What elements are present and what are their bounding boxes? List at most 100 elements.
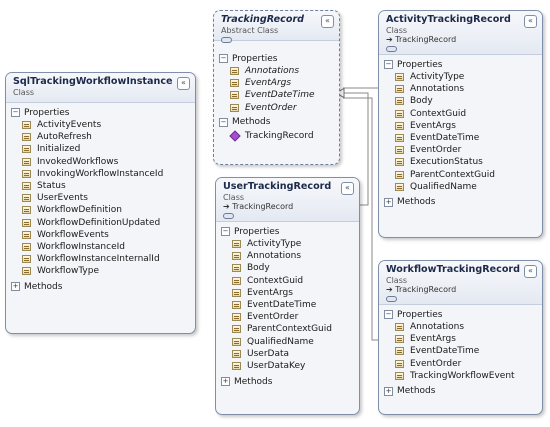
property-item[interactable]: EventOrder — [384, 358, 538, 370]
expanded-toggle-icon[interactable]: − — [384, 60, 393, 69]
methods-label: Methods — [397, 386, 436, 397]
property-item[interactable]: Annotations — [219, 65, 335, 77]
property-item[interactable]: EventArgs — [384, 120, 538, 132]
property-item[interactable]: EventOrder — [221, 311, 355, 323]
expanded-toggle-icon[interactable]: − — [219, 117, 228, 127]
property-name: UserDataKey — [247, 360, 306, 371]
class-activity-tracking-record[interactable]: ActivityTrackingRecord Class ➔ TrackingR… — [378, 10, 543, 238]
property-item[interactable]: ActivityEvents — [11, 119, 191, 131]
property-name: ActivityEvents — [37, 120, 102, 131]
collapsed-toggle-icon[interactable]: + — [384, 197, 393, 207]
property-icon — [22, 242, 31, 251]
collapse-chevron-icon[interactable]: « — [177, 77, 190, 90]
class-workflow-tracking-record[interactable]: WorkflowTrackingRecord Class ➔ TrackingR… — [378, 260, 543, 415]
properties-section-header[interactable]: − Properties — [11, 106, 191, 119]
property-icon — [22, 206, 31, 215]
property-name: TrackingWorkflowEvent — [410, 370, 515, 381]
class-sql-tracking-workflow-instance[interactable]: SqlTrackingWorkflowInstance Class « − Pr… — [5, 72, 196, 334]
expanded-toggle-icon[interactable]: − — [219, 54, 228, 63]
property-item[interactable]: ParentContextGuid — [384, 169, 538, 181]
collapse-chevron-icon[interactable]: « — [524, 265, 537, 278]
property-item[interactable]: ActivityType — [384, 71, 538, 83]
method-name: TrackingRecord — [245, 130, 314, 141]
collapsed-toggle-icon[interactable]: + — [221, 377, 230, 387]
class-header[interactable]: TrackingRecord Abstract Class « — [214, 11, 339, 43]
class-tracking-record[interactable]: TrackingRecord Abstract Class « − Proper… — [213, 10, 340, 165]
property-item[interactable]: WorkflowInstanceInternalId — [11, 253, 191, 265]
property-item[interactable]: EventOrder — [219, 102, 335, 114]
property-item[interactable]: EventArgs — [221, 287, 355, 299]
property-item[interactable]: UserData — [221, 348, 355, 360]
property-item[interactable]: InvokingWorkflowInstanceId — [11, 168, 191, 180]
property-item[interactable]: InvokedWorkflows — [11, 156, 191, 168]
property-item[interactable]: UserDataKey — [221, 360, 355, 372]
property-item[interactable]: Annotations — [384, 321, 538, 333]
property-name: WorkflowInstanceId — [37, 241, 125, 252]
property-item[interactable]: Body — [221, 262, 355, 274]
class-header[interactable]: ActivityTrackingRecord Class ➔ TrackingR… — [379, 11, 542, 55]
property-item[interactable]: Annotations — [221, 250, 355, 262]
property-item[interactable]: UserEvents — [11, 192, 191, 204]
property-item[interactable]: ActivityType — [221, 238, 355, 250]
methods-section-header[interactable]: + Methods — [384, 385, 538, 398]
methods-section-header[interactable]: − Methods — [219, 116, 335, 129]
property-item[interactable]: WorkflowDefinitionUpdated — [11, 217, 191, 229]
collapsed-toggle-icon[interactable]: + — [11, 282, 20, 292]
class-header[interactable]: UserTrackingRecord Class ➔ TrackingRecor… — [216, 178, 359, 222]
property-item[interactable]: ContextGuid — [384, 108, 538, 120]
property-item[interactable]: ContextGuid — [221, 275, 355, 287]
methods-section-header[interactable]: + Methods — [384, 196, 538, 209]
properties-section-header[interactable]: − Properties — [384, 308, 538, 321]
expanded-toggle-icon[interactable]: − — [384, 310, 393, 319]
collapse-chevron-icon[interactable]: « — [524, 15, 537, 28]
class-shape-icon — [386, 296, 397, 302]
class-shape-icon — [221, 37, 232, 43]
property-name: WorkflowDefinitionUpdated — [37, 217, 161, 228]
property-item[interactable]: WorkflowInstanceId — [11, 241, 191, 253]
methods-section-header[interactable]: + Methods — [221, 375, 355, 388]
property-item[interactable]: WorkflowEvents — [11, 229, 191, 241]
properties-section-header[interactable]: − Properties — [219, 52, 335, 65]
property-item[interactable]: ParentContextGuid — [221, 323, 355, 335]
property-item[interactable]: WorkflowType — [11, 265, 191, 277]
class-header[interactable]: WorkflowTrackingRecord Class ➔ TrackingR… — [379, 261, 542, 305]
property-name: ActivityType — [247, 239, 302, 250]
properties-section-header[interactable]: − Properties — [384, 58, 538, 71]
methods-section-header[interactable]: + Methods — [11, 280, 191, 293]
property-item[interactable]: EventDateTime — [221, 299, 355, 311]
property-item[interactable]: EventDateTime — [219, 89, 335, 101]
property-item[interactable]: Body — [384, 95, 538, 107]
class-header[interactable]: SqlTrackingWorkflowInstance Class « — [6, 73, 195, 103]
property-item[interactable]: WorkflowDefinition — [11, 204, 191, 216]
property-icon — [22, 255, 31, 264]
property-item[interactable]: AutoRefresh — [11, 131, 191, 143]
property-item[interactable]: TrackingWorkflowEvent — [384, 370, 538, 382]
property-item[interactable]: Annotations — [384, 83, 538, 95]
property-item[interactable]: ExecutionStatus — [384, 156, 538, 168]
property-item[interactable]: EventDateTime — [384, 132, 538, 144]
properties-section-header[interactable]: − Properties — [221, 225, 355, 238]
collapse-chevron-icon[interactable]: « — [341, 182, 354, 195]
property-item[interactable]: QualifiedName — [221, 336, 355, 348]
class-user-tracking-record[interactable]: UserTrackingRecord Class ➔ TrackingRecor… — [215, 177, 360, 415]
property-item[interactable]: Initialized — [11, 143, 191, 155]
expanded-toggle-icon[interactable]: − — [221, 227, 230, 236]
method-item[interactable]: TrackingRecord — [219, 129, 335, 143]
property-item[interactable]: EventArgs — [384, 333, 538, 345]
property-icon — [232, 301, 241, 310]
property-item[interactable]: Status — [11, 180, 191, 192]
property-item[interactable]: EventOrder — [384, 144, 538, 156]
collapsed-toggle-icon[interactable]: + — [384, 386, 393, 396]
property-item[interactable]: EventDateTime — [384, 345, 538, 357]
property-item[interactable]: QualifiedName — [384, 181, 538, 193]
expanded-toggle-icon[interactable]: − — [11, 108, 20, 117]
property-icon — [395, 335, 404, 344]
property-name: EventDateTime — [247, 300, 317, 311]
collapse-chevron-icon[interactable]: « — [321, 15, 334, 28]
property-icon — [22, 194, 31, 203]
property-item[interactable]: EventArgs — [219, 77, 335, 89]
